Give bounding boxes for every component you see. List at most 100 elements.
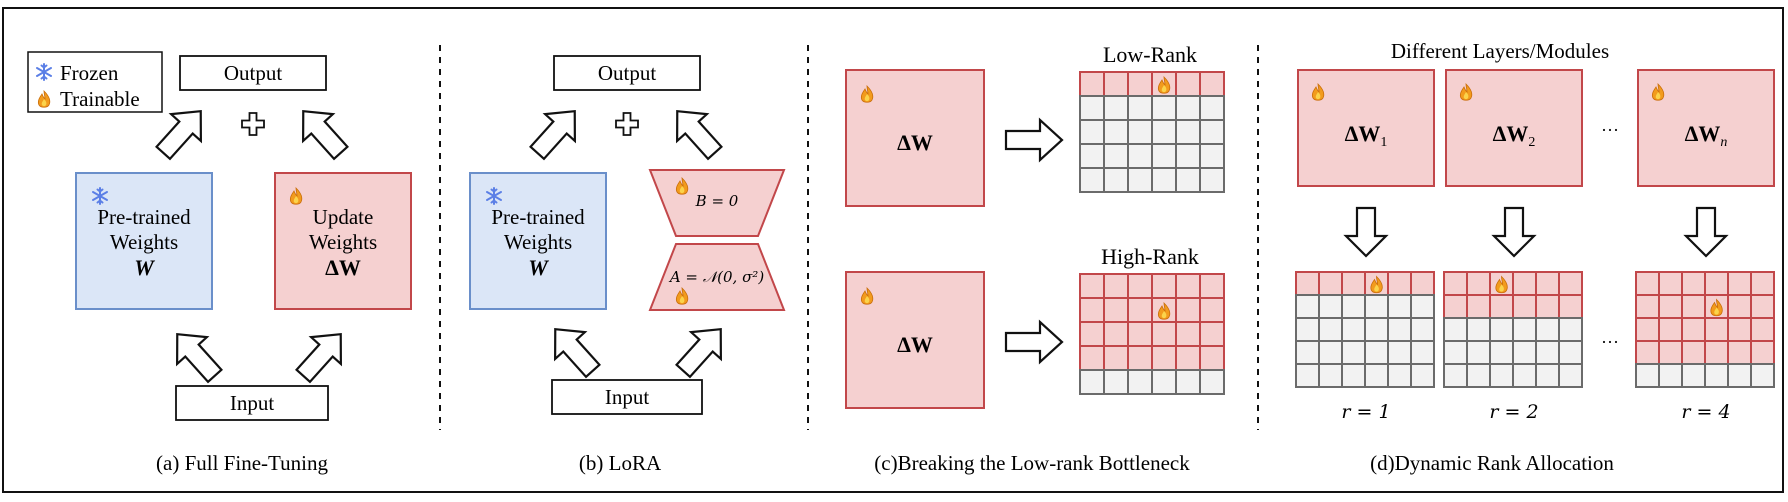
legend-frozen-label: Frozen	[60, 61, 119, 85]
empty-cell	[1443, 363, 1468, 388]
empty-cell	[1175, 95, 1201, 121]
empty-cell	[1364, 340, 1389, 365]
arrow-icon	[1004, 118, 1064, 162]
trainable-cell	[1079, 321, 1105, 347]
pretrained-line1: Pre-trained	[97, 205, 191, 229]
a-matrix-label: A = 𝒩(0, σ²)	[668, 268, 764, 286]
panel-a: Frozen Trainable Output Pre-trained Weig…	[27, 51, 412, 475]
output-label: Output	[598, 61, 657, 85]
empty-cell	[1079, 119, 1105, 145]
trainable-cell	[1199, 297, 1225, 323]
empty-cell	[1364, 294, 1389, 319]
empty-cell	[1127, 119, 1153, 145]
panel-c: ΔW Low-Rank ΔW High-Rank (c)Breaking the…	[845, 42, 1225, 475]
delta-w-label-low: ΔW	[897, 130, 933, 155]
trainable-cell	[1151, 345, 1177, 371]
trainable-cell	[1103, 71, 1129, 97]
rank-label-4: r = 4	[1681, 401, 1730, 423]
empty-cell	[1295, 294, 1320, 319]
delta-w-n-sub: n	[1720, 135, 1727, 150]
update-line1: Update	[313, 205, 374, 229]
arrow-icon	[661, 96, 731, 168]
empty-cell	[1466, 363, 1491, 388]
rank-grid-1	[1295, 271, 1435, 388]
empty-cell	[1512, 363, 1537, 388]
trainable-cell	[1704, 340, 1729, 365]
b-matrix-label: B = 0	[695, 192, 739, 210]
legend-trainable-label: Trainable	[60, 87, 140, 111]
empty-cell	[1681, 363, 1706, 388]
trainable-cell	[1175, 71, 1201, 97]
output-box	[553, 55, 701, 91]
trainable-cell	[1727, 294, 1752, 319]
low-rank-grid	[1079, 71, 1225, 193]
empty-cell	[1151, 369, 1177, 395]
input-box	[175, 385, 329, 421]
pretrained-line2: Weights	[110, 230, 178, 254]
empty-cell	[1295, 317, 1320, 342]
arrow-icon	[1492, 206, 1536, 258]
arrow-icon	[161, 319, 231, 391]
trainable-cell	[1635, 294, 1660, 319]
delta-w-1-label: ΔW1	[1345, 121, 1388, 150]
trainable-cell	[1658, 271, 1683, 296]
empty-cell	[1295, 340, 1320, 365]
trainable-cell	[1658, 294, 1683, 319]
empty-cell	[1410, 363, 1435, 388]
empty-cell	[1387, 317, 1412, 342]
empty-cell	[1364, 317, 1389, 342]
input-label: Input	[605, 385, 649, 409]
empty-cell	[1658, 363, 1683, 388]
arrow-icon	[521, 96, 591, 168]
empty-cell	[1558, 363, 1583, 388]
caption-b: (b) LoRA	[579, 451, 662, 475]
trainable-cell	[1103, 321, 1129, 347]
empty-cell	[1151, 95, 1177, 121]
empty-cell	[1079, 369, 1105, 395]
trainable-cell	[1512, 271, 1537, 296]
empty-cell	[1341, 340, 1366, 365]
output-label: Output	[224, 61, 283, 85]
output-box	[179, 55, 327, 91]
legend-box	[27, 51, 163, 113]
empty-cell	[1535, 317, 1560, 342]
empty-cell	[1103, 167, 1129, 193]
trainable-cell	[1512, 294, 1537, 319]
trainable-cell	[1635, 271, 1660, 296]
trainable-cell	[1103, 297, 1129, 323]
trainable-cell	[1443, 271, 1468, 296]
empty-cell	[1535, 340, 1560, 365]
plus-icon	[241, 112, 265, 136]
trainable-cell	[1443, 294, 1468, 319]
delta-w-2-label: ΔW2	[1493, 121, 1536, 150]
trainable-cell	[1318, 271, 1343, 296]
trainable-cell	[1103, 273, 1129, 299]
arrow-icon	[287, 319, 357, 391]
empty-cell	[1318, 340, 1343, 365]
empty-cell	[1079, 167, 1105, 193]
empty-cell	[1127, 95, 1153, 121]
empty-cell	[1558, 317, 1583, 342]
trainable-cell	[1750, 271, 1775, 296]
empty-cell	[1318, 294, 1343, 319]
empty-cell	[1466, 340, 1491, 365]
trainable-cell	[1079, 297, 1105, 323]
trainable-cell	[1127, 297, 1153, 323]
trainable-cell	[1704, 271, 1729, 296]
trainable-cell	[1175, 273, 1201, 299]
empty-cell	[1387, 363, 1412, 388]
empty-cell	[1341, 317, 1366, 342]
low-rank-title: Low-Rank	[1103, 42, 1197, 67]
pretrained-line1: Pre-trained	[491, 205, 585, 229]
caption-d: (d)Dynamic Rank Allocation	[1370, 451, 1614, 475]
trainable-cell	[1387, 271, 1412, 296]
trainable-cell	[1704, 317, 1729, 342]
empty-cell	[1750, 363, 1775, 388]
trainable-cell	[1489, 294, 1514, 319]
empty-cell	[1295, 363, 1320, 388]
arrow-icon	[1684, 206, 1728, 258]
empty-cell	[1127, 143, 1153, 169]
update-symbol: ΔW	[325, 255, 361, 280]
trainable-cell	[1127, 345, 1153, 371]
